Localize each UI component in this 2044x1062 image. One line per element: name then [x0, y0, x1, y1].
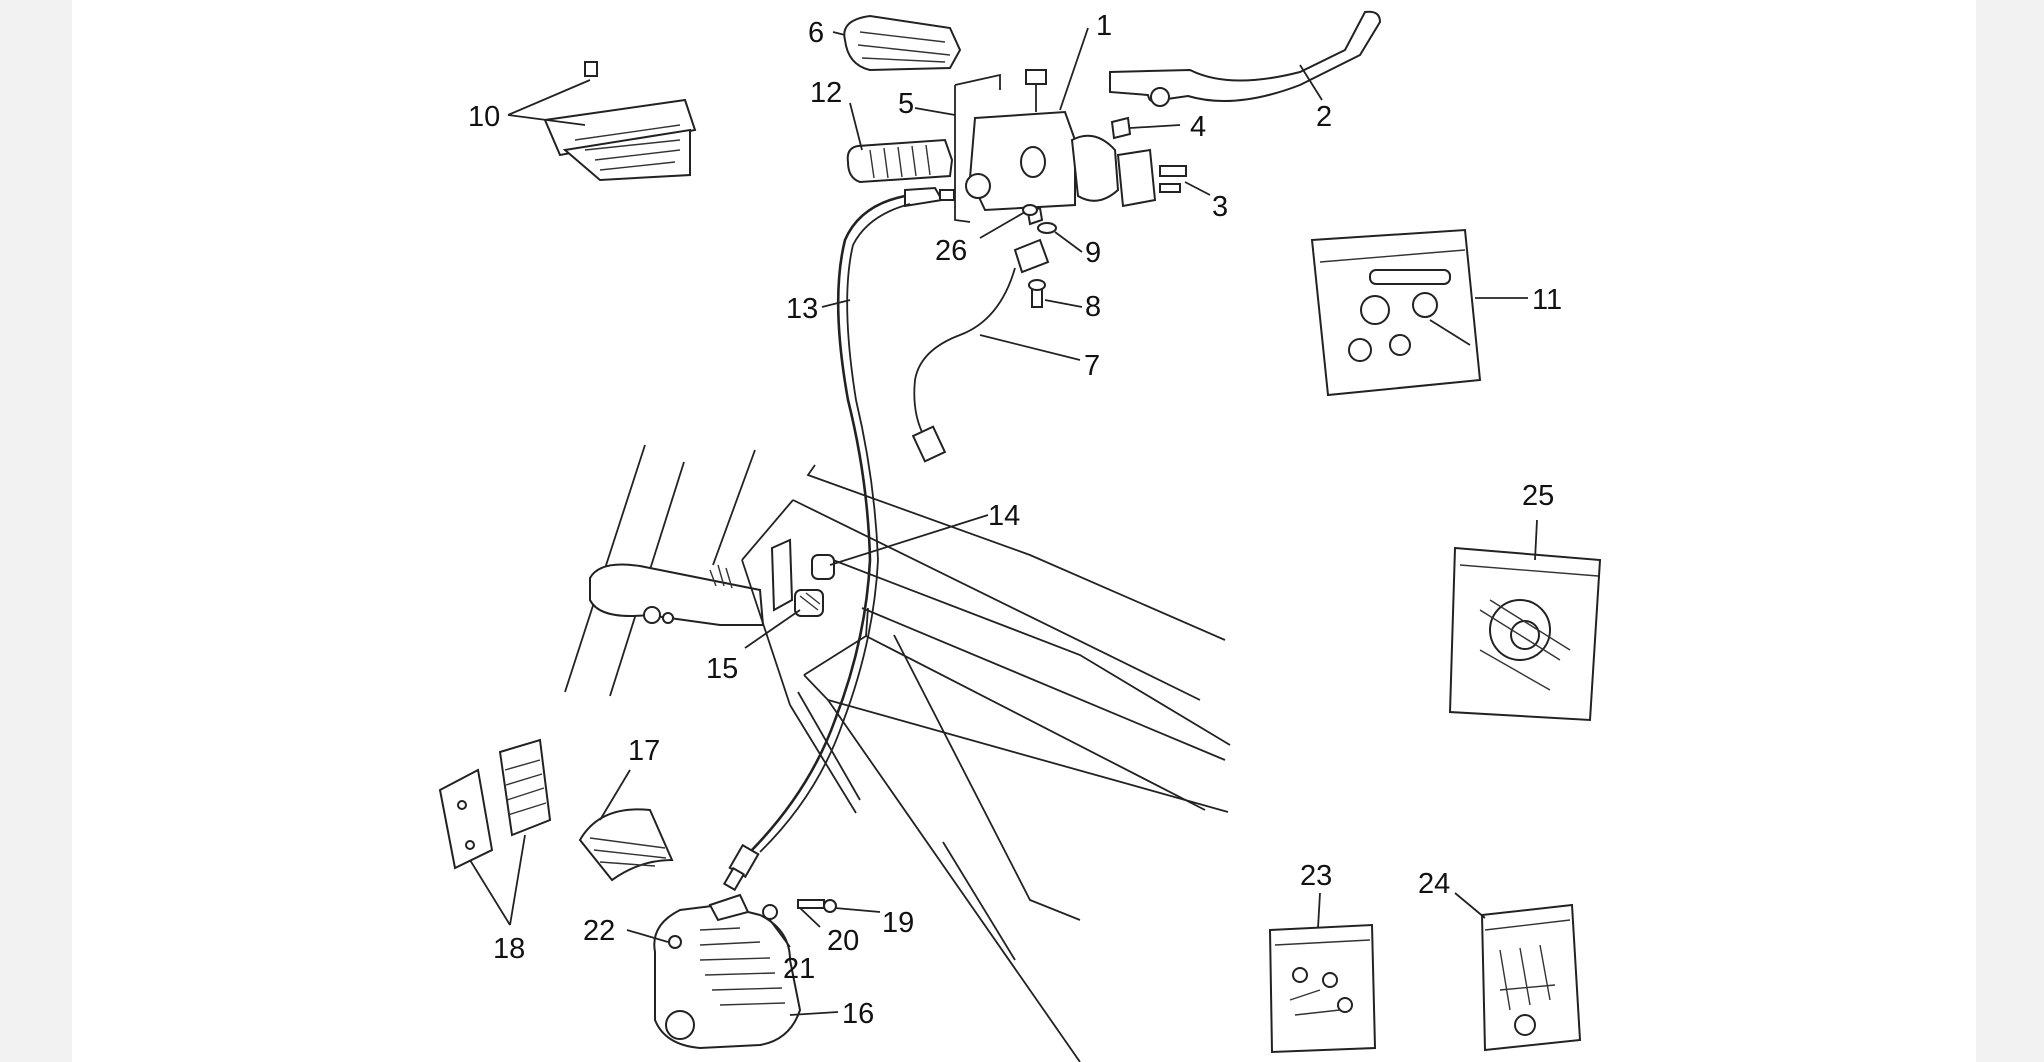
callout-4: 4	[1190, 111, 1206, 143]
callout-15: 15	[706, 653, 738, 685]
callout-19: 19	[882, 907, 914, 939]
lever-cover	[843, 14, 962, 72]
pad-spring	[578, 808, 674, 882]
callout-20: 20	[827, 925, 859, 957]
callout-13: 13	[786, 293, 818, 325]
callout-2: 2	[1316, 101, 1332, 133]
callout-12: 12	[810, 77, 842, 109]
kit-bag-24	[1480, 903, 1582, 1052]
callout-24: 24	[1418, 868, 1450, 900]
kit-bag-23	[1268, 923, 1377, 1054]
callout-18: 18	[493, 933, 525, 965]
callout-1: 1	[1096, 10, 1112, 42]
callout-9: 9	[1085, 237, 1101, 269]
brake-pads	[438, 738, 552, 870]
frame-fork-structure	[564, 444, 1231, 1062]
brake-caliper	[653, 893, 802, 1050]
brake-hose	[722, 194, 911, 892]
callout-14: 14	[988, 500, 1020, 532]
callout-6: 6	[808, 17, 824, 49]
master-cylinder-group	[846, 10, 1382, 463]
callout-22: 22	[583, 915, 615, 947]
kit-bag-11	[1310, 228, 1482, 397]
callout-10: 10	[468, 101, 500, 133]
callout-26: 26	[935, 235, 967, 267]
callout-23: 23	[1300, 860, 1332, 892]
reservoir-cap-kit	[543, 61, 697, 182]
hose-clips	[794, 554, 835, 617]
kit-bag-25	[1448, 546, 1602, 722]
leader-lines	[469, 27, 1538, 1016]
callout-11: 11	[1532, 284, 1562, 316]
callout-17: 17	[628, 735, 660, 767]
callout-8: 8	[1085, 291, 1101, 323]
callout-labels: 1 2 3 4 5 6 7 8 9 10 11 12 13 14 15 16 1…	[468, 10, 1562, 1030]
caliper-bolts	[668, 899, 837, 949]
callout-7: 7	[1084, 350, 1100, 382]
callout-3: 3	[1212, 191, 1228, 223]
callout-21: 21	[783, 953, 815, 985]
callout-5: 5	[898, 88, 914, 120]
callout-25: 25	[1522, 480, 1554, 512]
callout-16: 16	[842, 998, 874, 1030]
